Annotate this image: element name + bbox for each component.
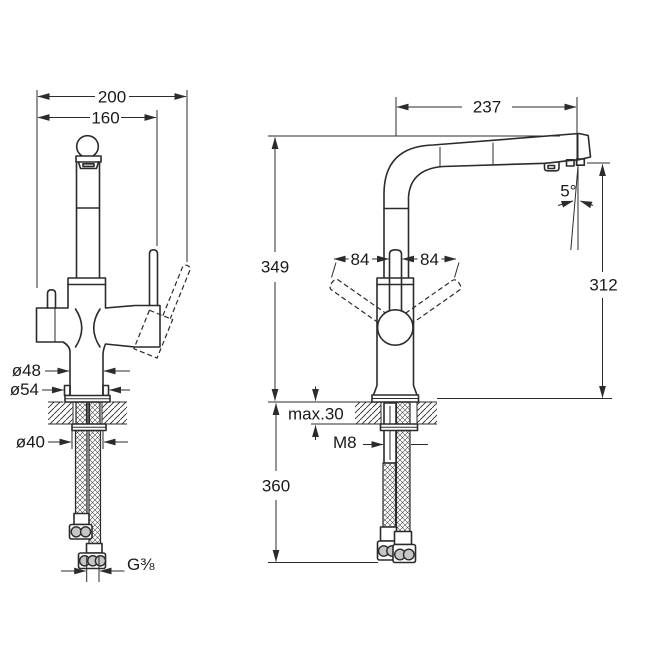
spout-collar (75, 155, 102, 163)
dim-label-spout-angle: 5° (560, 182, 576, 201)
side-hose-front (382, 462, 397, 528)
right-mixer-lever (148, 249, 159, 307)
side-lever-dashed-left (329, 278, 386, 324)
flex-hose-left (74, 429, 88, 516)
side-view: 237 84 84 (261, 97, 618, 564)
front-view: 200 160 (10, 88, 191, 582)
dim-label-base-diameter: ø54 (10, 380, 39, 399)
dim-label-handle-reach-left: 84 (351, 250, 370, 269)
dimension-hose-length: 360 (262, 403, 378, 563)
hose-left-collar (73, 512, 90, 526)
dimension-width-handles: 160 (37, 109, 157, 128)
dim-label-stud-thread: M8 (333, 433, 357, 452)
dim-label-hose-length: 360 (262, 477, 290, 496)
front-countertop (48, 401, 127, 425)
side-hose-back (395, 429, 411, 533)
side-body (372, 283, 418, 396)
front-faucet-outline (35, 134, 191, 403)
dim-label-hose-thread: G⅜ (127, 555, 155, 574)
dim-label-width-handles: 160 (91, 109, 119, 128)
front-extension-lines (36, 90, 188, 288)
side-faucet-outline (329, 132, 592, 403)
side-countertop (268, 401, 437, 425)
dimension-height: 349 (261, 137, 289, 401)
left-filter-lever (46, 289, 57, 309)
dimension-hole-diameter: ø40 (16, 430, 128, 452)
dim-label-body-diameter: ø48 (12, 361, 41, 380)
body-shoulder (67, 277, 107, 286)
spout-ball-top (75, 134, 100, 159)
riser-column (75, 161, 101, 279)
aerator-ring (82, 163, 95, 168)
dimension-spout-reach: 237 (395, 97, 578, 166)
base-collar-left (63, 384, 71, 397)
dim-label-outlet-height: 312 (589, 276, 617, 295)
dimension-counter-thickness: max.30 (288, 386, 344, 440)
body-and-arms (35, 283, 161, 397)
spout-outline (383, 132, 592, 210)
dimension-handle-reach: 84 84 (331, 250, 460, 278)
dim-label-width-total: 200 (98, 88, 126, 107)
dim-label-counter-thickness: max.30 (288, 405, 344, 424)
dimension-width-total: 200 (37, 88, 187, 107)
spout-joint-lines (439, 133, 579, 167)
dimension-body-diameter: ø48 (12, 361, 130, 380)
dim-label-hole-diameter: ø40 (16, 433, 45, 452)
spray-release-button (543, 161, 560, 172)
dim-label-handle-reach-right: 84 (420, 250, 439, 269)
mounting-stud-edge (86, 402, 90, 424)
base-collar-right (102, 384, 110, 397)
side-body-shoulder (376, 277, 415, 286)
side-undercounter (376, 401, 419, 564)
aerator-outlet (565, 159, 575, 167)
side-lever-dashed-right (405, 279, 462, 324)
side-hose-back-collar (393, 530, 413, 546)
aerator-detail (77, 161, 100, 170)
body-waist-curves (74, 308, 101, 348)
lever-ball-joint (376, 308, 414, 346)
dimension-hose-thread: G⅜ (61, 555, 155, 582)
front-undercounter (68, 401, 107, 570)
side-lever-vertical (388, 249, 403, 314)
side-riser-column (383, 207, 410, 279)
dimension-stud-thread: M8 (333, 433, 428, 452)
dim-label-spout-reach: 237 (473, 98, 501, 117)
dimension-base-diameter: ø54 (10, 380, 130, 399)
dimension-spout-angle: 5° (557, 165, 594, 251)
dim-label-height: 349 (261, 258, 289, 277)
right-lever-rotated-dashed (133, 264, 191, 359)
dimension-outlet-height: 312 (437, 162, 618, 399)
hose-right-collar (85, 542, 103, 554)
